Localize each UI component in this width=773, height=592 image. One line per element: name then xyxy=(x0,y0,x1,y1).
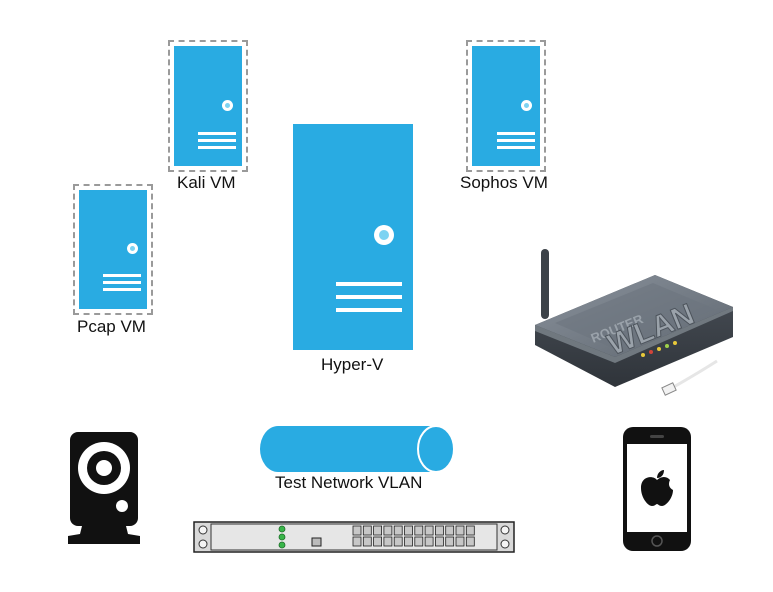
sophos-vm-server xyxy=(466,40,546,172)
hyper-v-label: Hyper-V xyxy=(321,355,384,374)
power-indicator-icon xyxy=(521,100,532,111)
switch-port xyxy=(455,536,465,547)
apple-logo-icon xyxy=(641,470,673,506)
vlan-cylinder xyxy=(260,425,455,473)
switch-port xyxy=(383,536,393,547)
switch-port xyxy=(393,536,403,547)
switch-port xyxy=(404,525,413,536)
kali-vm-label: Kali VM xyxy=(177,173,236,192)
vlan-label: Test Network VLAN xyxy=(275,473,423,492)
switch-port xyxy=(434,525,444,536)
pcap-vm-label: Pcap VM xyxy=(77,317,146,336)
switch-port xyxy=(352,536,362,547)
webcam-icon xyxy=(68,432,140,544)
switch-port xyxy=(362,536,372,547)
switch-port xyxy=(404,536,413,547)
switch-port xyxy=(414,536,424,547)
network-switch-icon xyxy=(193,521,515,553)
switch-port xyxy=(383,525,393,536)
router-icon: ROUTER WLAN xyxy=(535,249,733,396)
switch-port xyxy=(373,536,383,547)
hyper-v-server xyxy=(293,124,413,350)
switch-port xyxy=(445,525,455,536)
switch-port xyxy=(373,525,383,536)
pcap-vm-server xyxy=(73,184,153,315)
switch-port xyxy=(362,525,372,536)
switch-port xyxy=(445,536,455,547)
power-indicator-icon xyxy=(222,100,233,111)
switch-port xyxy=(434,536,444,547)
power-indicator-icon xyxy=(374,225,394,245)
switch-port xyxy=(414,525,424,536)
switch-port xyxy=(424,536,434,547)
switch-port xyxy=(352,525,362,536)
switch-port xyxy=(465,525,475,536)
power-indicator-icon xyxy=(127,243,138,254)
switch-port xyxy=(424,525,434,536)
switch-port xyxy=(393,525,403,536)
switch-port xyxy=(465,536,475,547)
sophos-vm-label: Sophos VM xyxy=(460,173,548,192)
kali-vm-server xyxy=(168,40,248,172)
iphone-icon xyxy=(623,427,691,551)
switch-port xyxy=(455,525,465,536)
